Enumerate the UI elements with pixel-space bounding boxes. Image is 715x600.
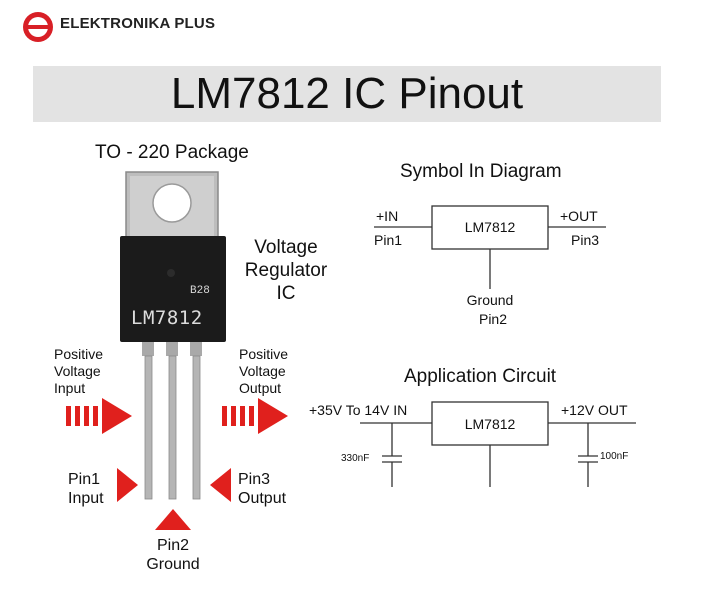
pin1-label-line: Pin1 xyxy=(68,471,101,488)
pin1-label: Pin1 Input xyxy=(68,470,104,508)
application-output-label: +12V OUT xyxy=(561,402,628,418)
ic-body xyxy=(120,236,226,342)
positive-output-line: Positive xyxy=(239,346,289,362)
symbol-in-pin: Pin1 xyxy=(374,232,403,248)
ic-marking-name: LM7812 xyxy=(131,307,203,329)
output-arrow-icon xyxy=(222,398,288,434)
to220-package xyxy=(120,171,226,500)
symbol-box-label: LM7812 xyxy=(464,219,516,235)
page-title: LM7812 IC Pinout xyxy=(170,69,524,118)
positive-input-label: Positive Voltage Input xyxy=(54,346,103,397)
pin3-label-line: Output xyxy=(238,490,287,507)
symbol-diagram xyxy=(374,205,606,289)
package-heading: TO - 220 Package xyxy=(95,142,249,163)
input-capacitor-label: 330nF xyxy=(341,453,370,464)
pin1-leg xyxy=(144,355,153,500)
pin1-label-line: Input xyxy=(68,490,104,507)
pin3-leg xyxy=(192,355,201,500)
application-circuit xyxy=(360,401,636,487)
pin2-label-line: Ground xyxy=(146,556,200,573)
title-bar xyxy=(33,66,661,122)
symbol-heading: Symbol In Diagram xyxy=(400,161,562,182)
brand-name: ELEKTRONIKA PLUS xyxy=(60,15,216,32)
output-capacitor-label: 100nF xyxy=(600,451,629,462)
pin1-pointer-icon xyxy=(117,468,138,502)
positive-input-line: Voltage xyxy=(54,363,101,379)
side-label-line: Regulator xyxy=(244,260,328,281)
pin2-label-line: Pin2 xyxy=(156,537,190,554)
positive-output-line: Voltage xyxy=(239,363,286,379)
side-label: Voltage Regulator IC xyxy=(241,236,331,305)
ic-marking-code: B28 xyxy=(190,285,210,297)
symbol-out-pin: Pin3 xyxy=(571,232,600,248)
pin3-pointer-icon xyxy=(210,468,231,502)
pin2-leg xyxy=(168,355,177,500)
pin2-pointer-icon xyxy=(155,509,191,530)
side-label-line: Voltage xyxy=(254,237,318,258)
positive-output-label: Positive Voltage Output xyxy=(239,346,288,397)
pin2-label: Pin2 Ground xyxy=(133,536,213,574)
symbol-ground-pin: Pin2 xyxy=(478,311,508,327)
mounting-hole xyxy=(152,183,192,223)
application-input-label: +35V To 14V IN xyxy=(309,402,408,418)
arrows xyxy=(66,398,288,530)
side-label-line: IC xyxy=(276,283,296,304)
symbol-ground-label: Ground xyxy=(466,292,514,308)
positive-output-line: Output xyxy=(239,380,282,396)
application-heading: Application Circuit xyxy=(404,366,557,387)
application-box-label: LM7812 xyxy=(464,416,516,432)
input-arrow-icon xyxy=(66,398,132,434)
positive-input-line: Input xyxy=(54,380,86,396)
pin3-label: Pin3 Output xyxy=(238,470,286,508)
positive-input-line: Positive xyxy=(54,346,104,362)
circle-e-logo-icon xyxy=(23,12,53,42)
pin3-label-line: Pin3 xyxy=(238,471,271,488)
symbol-in-label: +IN xyxy=(376,208,399,224)
symbol-out-label: +OUT xyxy=(560,208,598,224)
